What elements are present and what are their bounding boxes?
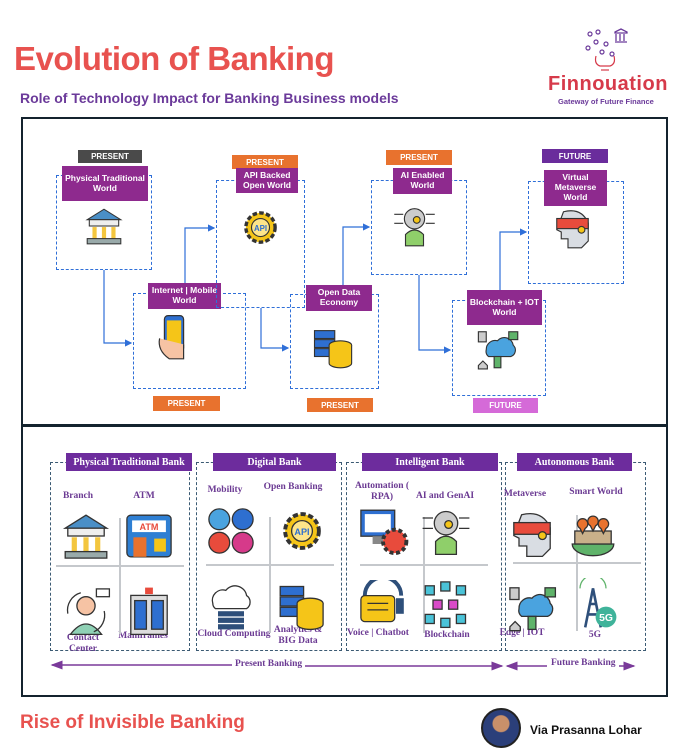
item-label: Edge | IOT <box>499 628 545 638</box>
future-banking-label: Future Banking <box>548 658 619 668</box>
author-avatar <box>481 708 521 748</box>
stage-label: Blockchain + IOT World <box>467 290 542 325</box>
item-label: Open Banking <box>263 482 323 492</box>
item-label: Mainframes <box>118 631 168 641</box>
stage-tag: PRESENT <box>232 155 298 169</box>
stage-tag: PRESENT <box>307 398 373 412</box>
present-banking-label: Present Banking <box>232 659 306 669</box>
stage-label: Virtual Metaverse World <box>544 170 607 206</box>
page-subtitle: Role of Technology Impact for Banking Bu… <box>20 90 399 106</box>
api-gear-icon: API <box>238 205 283 255</box>
item-label: ATM <box>133 491 155 501</box>
logo-name: Finnouation <box>548 73 668 95</box>
iot-edge-icon <box>506 580 558 637</box>
quadrant-axes <box>356 515 492 640</box>
bank-type-title: Physical Traditional Bank <box>66 453 192 471</box>
bank-type-title: Intelligent Bank <box>362 453 498 471</box>
stage-tag: FUTURE <box>542 149 608 163</box>
svg-text:API: API <box>254 224 267 233</box>
big-data-icon <box>275 580 327 637</box>
item-label: Contact Center <box>66 633 100 655</box>
svg-text:ATM: ATM <box>140 522 159 532</box>
stage-tag: PRESENT <box>78 150 142 163</box>
item-label: Analytics & BIG Data <box>273 625 323 647</box>
section-divider <box>21 424 668 427</box>
vr-headset-icon <box>550 205 595 255</box>
vr-headset-icon <box>506 507 558 564</box>
contact-center-icon <box>60 585 112 642</box>
stage-label: Internet | Mobile World <box>148 283 221 309</box>
stage-label: API Backed Open World <box>236 168 298 193</box>
item-label: 5G <box>588 630 602 640</box>
bank-icon <box>83 205 125 252</box>
stage-label: AI Enabled World <box>393 168 452 194</box>
api-gear-icon: API <box>276 505 328 562</box>
page-title: Evolution of Banking <box>14 40 334 77</box>
robot-icon <box>392 203 437 253</box>
stage-tag: PRESENT <box>386 150 452 165</box>
logo-tagline: Gateway of Future Finance <box>558 97 654 106</box>
item-label: Automation ( RPA) <box>354 481 410 503</box>
smart-city-icon <box>567 505 619 562</box>
item-label: Mobility <box>207 485 243 495</box>
bank-type-title: Digital Bank <box>213 453 336 471</box>
quadrant-axes <box>52 516 188 641</box>
stage-tag: PRESENT <box>153 396 220 411</box>
ai-robot-icon <box>420 505 472 562</box>
footer-title: Rise of Invisible Banking <box>20 712 245 733</box>
item-label: Voice | Chatbot <box>347 628 409 638</box>
rpa-automation-icon <box>357 505 409 562</box>
stage-label: Open Data Economy <box>306 285 372 311</box>
logo-bulb-icon <box>585 28 628 71</box>
diagram-frame <box>21 117 668 697</box>
item-label: Smart World <box>569 487 623 497</box>
iot-cloud-icon <box>475 325 520 375</box>
smartphone-icon <box>150 312 198 365</box>
atm-icon: ATM <box>123 510 175 567</box>
5g-tower-icon: 5G <box>567 574 619 635</box>
chatbot-icon <box>357 575 409 637</box>
stage-label: Physical Traditional World <box>62 166 148 201</box>
cloud-computing-icon <box>205 580 257 637</box>
quadrant-axes <box>202 515 338 640</box>
stage-tag: FUTURE <box>473 398 538 413</box>
author-byline: Via Prasanna Lohar <box>530 723 642 737</box>
database-icon <box>310 325 355 375</box>
item-label: Branch <box>62 491 94 501</box>
bank-type-title: Autonomous Bank <box>517 453 632 471</box>
social-media-icon <box>205 505 257 562</box>
item-label: AI and GenAI <box>415 491 475 501</box>
svg-text:API: API <box>294 527 309 537</box>
svg-text:5G: 5G <box>599 613 613 624</box>
bank-icon <box>60 510 112 567</box>
item-label: Metaverse <box>503 489 547 499</box>
item-label: Blockchain <box>424 630 470 640</box>
blockchain-icon <box>420 578 472 635</box>
mainframe-icon <box>123 585 175 642</box>
item-label: Cloud Computing <box>197 629 271 639</box>
